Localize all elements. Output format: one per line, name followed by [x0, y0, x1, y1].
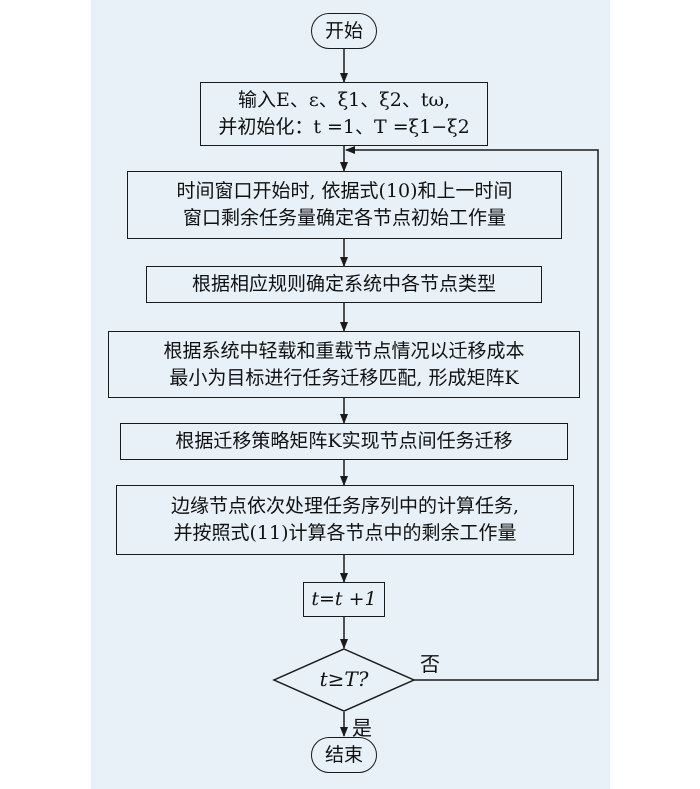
input-line-1: 输入E、ε、ξ1、ξ2、tω,	[238, 89, 450, 111]
input-init-box: 输入E、ε、ξ1、ξ2、tω, 并初始化：t =1、T =ξ1−ξ2	[200, 82, 488, 146]
task-migration-line: 根据迁移策略矩阵K实现节点间任务迁移	[175, 430, 513, 452]
task-migration-box: 根据迁移策略矩阵K实现节点间任务迁移	[120, 423, 568, 460]
node-type-line: 根据相应规则确定系统中各节点类型	[191, 273, 496, 295]
loop-back-line	[345, 146, 599, 681]
time-increment-box: t=t +1	[303, 582, 385, 617]
task-processing-line-1: 边缘节点依次处理任务序列中的计算任务,	[170, 495, 520, 517]
migration-matching-line-1: 根据系统中轻载和重载节点情况以迁移成本	[163, 339, 525, 362]
task-processing-box: 边缘节点依次处理任务序列中的计算任务, 并按照式(11)计算各节点中的剩余工作量	[116, 485, 574, 555]
start-terminal: 开始	[311, 13, 377, 49]
migration-matching-line-2: 最小为目标进行任务迁移匹配, 形成矩阵K	[169, 366, 519, 389]
start-label: 开始	[324, 19, 363, 42]
end-terminal: 结束	[311, 737, 377, 773]
decision-diamond	[272, 648, 416, 712]
no-branch-label: 否	[420, 652, 440, 676]
decision-label: t≥T?	[319, 667, 369, 691]
end-label: 结束	[324, 743, 363, 766]
time-increment-line: t=t +1	[311, 588, 377, 610]
initial-workload-line-1: 时间窗口开始时, 依据式(10)和上一时间	[176, 180, 513, 202]
initial-workload-box: 时间窗口开始时, 依据式(10)和上一时间 窗口剩余任务量确定各节点初始工作量	[127, 171, 562, 239]
yes-branch-label: 是	[352, 716, 372, 740]
task-processing-line-2: 并按照式(11)计算各节点中的剩余工作量	[173, 522, 517, 544]
input-line-2: 并初始化：t =1、T =ξ1−ξ2	[218, 116, 470, 138]
node-type-box: 根据相应规则确定系统中各节点类型	[146, 266, 542, 303]
migration-matching-box: 根据系统中轻载和重载节点情况以迁移成本 最小为目标进行任务迁移匹配, 形成矩阵K	[108, 331, 580, 398]
initial-workload-line-2: 窗口剩余任务量确定各节点初始工作量	[182, 207, 506, 229]
